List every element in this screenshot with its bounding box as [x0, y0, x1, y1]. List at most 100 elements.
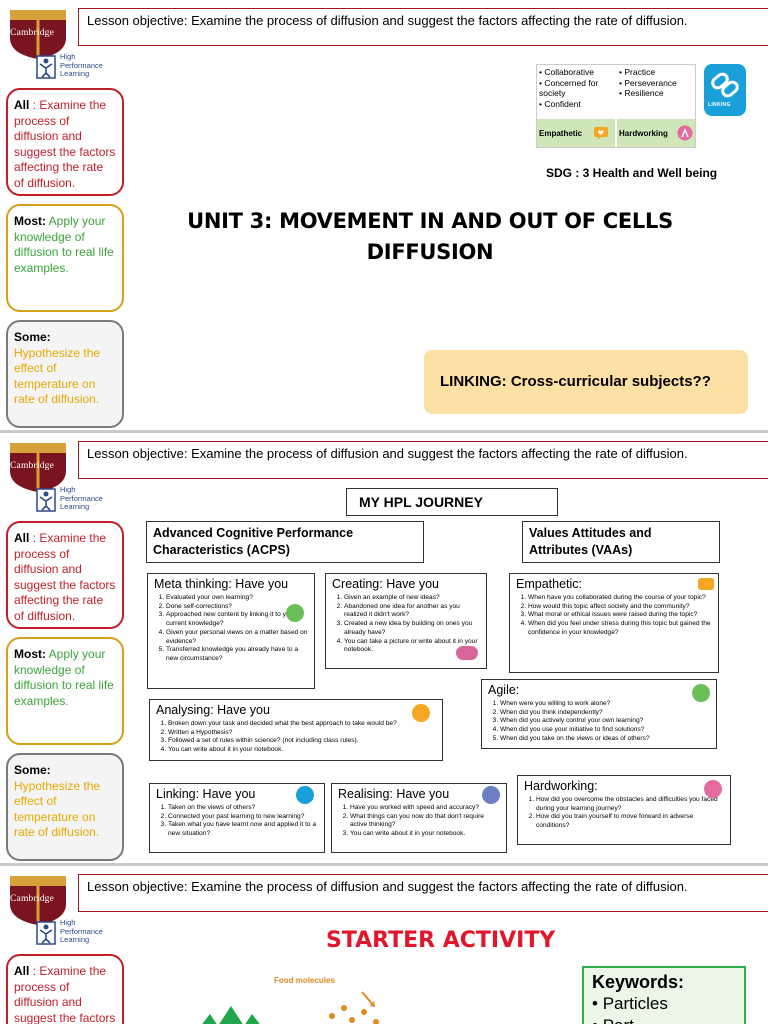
vaa-column: • Practice • Perseverance • Resilience — [619, 67, 697, 99]
card-item: Abandoned one idea for another as you re… — [344, 603, 480, 620]
card-item: You can write about it in your notebook. — [350, 830, 500, 839]
card-item: What things can you now do that don't re… — [350, 813, 500, 830]
hpl-logo: High Performance Learning — [36, 485, 116, 520]
outcome-some-text: Hypothesize the effect of temperature on… — [14, 345, 101, 407]
outcome-most-label: Most: — [14, 214, 46, 228]
card-item: Taken on the views of others? — [168, 804, 318, 813]
hpl-text: High Performance Learning — [60, 485, 103, 512]
outcome-most-label: Most: — [14, 647, 46, 661]
vaas-heading: Values Attitudes and Attributes (VAAs) — [522, 521, 720, 563]
sdg-label: SDG : 3 Health and Well being — [546, 166, 718, 180]
card-item: When did you take on the views or ideas … — [500, 735, 710, 744]
gear-icon — [482, 786, 500, 804]
acps-heading: Advanced Cognitive Performance Character… — [146, 521, 424, 563]
vaa-item: • Practice — [619, 67, 656, 77]
outcome-all-sep: : — [29, 531, 40, 545]
keywords-box: Keywords: Particles Part... — [582, 966, 746, 1024]
card-item: When did you feel under stress during th… — [528, 620, 712, 637]
empathetic-icon — [594, 127, 608, 140]
outcome-all: All : Examine the process of diffusion a… — [6, 954, 124, 1024]
card-item: When did you actively control your own l… — [500, 717, 710, 726]
hpl-line: Learning — [60, 69, 90, 78]
vaa-item: • Concerned for society — [539, 77, 599, 99]
hpl-logo: High Performance Learning — [36, 52, 116, 87]
hpl-line: High — [60, 52, 76, 61]
card-item: Have you worked with speed and accuracy? — [350, 804, 500, 813]
card-item: What moral or ethical issues were raised… — [528, 611, 712, 620]
card-item: Written a Hypothesis? — [168, 729, 436, 738]
card-linking: Linking: Have you Taken on the views of … — [149, 783, 325, 853]
outcome-all-label: All — [14, 531, 30, 545]
cambridge-label: Cambridge — [10, 461, 55, 471]
card-item: When were you willing to work alone? — [500, 700, 710, 709]
slide-3: Cambridge High Performance Learning Less… — [0, 866, 768, 1024]
hpl-text: High Performance Learning — [60, 918, 103, 945]
card-title: Realising: Have you — [338, 787, 450, 801]
card-title: Linking: Have you — [156, 787, 256, 801]
card-item: You can take a picture or write about it… — [344, 638, 480, 655]
title-line: DIFFUSION — [366, 240, 494, 264]
hpl-line: Performance — [60, 493, 103, 503]
card-item: Approached new content by linking it to … — [166, 611, 308, 628]
card-item: When have you collaborated during the co… — [528, 594, 712, 603]
hpl-text: High Performance Learning — [60, 52, 103, 79]
outcome-some: Some: Hypothesize the effect of temperat… — [6, 753, 124, 861]
title-line: UNIT 3: MOVEMENT IN AND OUT OF CELLS — [187, 209, 673, 233]
vaa-item: • Collaborative — [539, 67, 594, 77]
vaa-hardworking: Hardworking — [617, 119, 695, 147]
cambridge-shield-icon — [10, 10, 66, 59]
card-item: Followed a set of rules within science? … — [168, 737, 436, 746]
outcome-most-text: Apply your knowledge of diffusion to rea… — [14, 647, 114, 708]
card-list: Given an example of new ideas? Abandoned… — [332, 594, 480, 655]
cambridge-label: Cambridge — [10, 894, 55, 904]
card-list: Broken down your task and decided what t… — [156, 720, 436, 755]
card-list: Have you worked with speed and accuracy?… — [338, 804, 500, 839]
vaa-foot-label: Empathetic — [539, 129, 583, 138]
key-icon — [412, 704, 430, 722]
hpl-line: Learning — [60, 935, 90, 944]
card-list: When were you willing to work alone? Whe… — [488, 700, 710, 744]
linking-box: LINKING: Cross-curricular subjects?? — [424, 350, 748, 414]
card-item: Taken what you have learnt now and appli… — [168, 821, 318, 838]
card-creating: Creating: Have you Given an example of n… — [325, 573, 487, 669]
keywords-list: Particles Part... — [592, 993, 736, 1024]
vaa-column: • Collaborative • Concerned for society … — [539, 67, 617, 109]
puzzle-icon — [286, 604, 304, 622]
hpl-person-icon — [36, 55, 56, 79]
card-item: When did you use your initiative to find… — [500, 726, 710, 735]
card-item: Created a new idea by building on ones y… — [344, 620, 480, 637]
outcome-all: All : Examine the process of diffusion a… — [6, 88, 124, 196]
brain-icon — [456, 646, 478, 660]
card-item: How would this topic affect society and … — [528, 603, 712, 612]
outcome-all-text: Examine the process of diffusion and sug… — [14, 964, 116, 1024]
card-agile: Agile: When were you willing to work alo… — [481, 679, 717, 749]
hpl-line: Learning — [60, 502, 90, 511]
food-molecules-label: Food molecules — [274, 976, 335, 985]
starter-activity-title: STARTER ACTIVITY — [326, 928, 556, 953]
card-item: Given your personal views on a matter ba… — [166, 629, 308, 646]
card-item: Broken down your task and decided what t… — [168, 720, 436, 729]
empathetic-icon — [698, 578, 714, 590]
outcome-all-sep: : — [29, 964, 40, 978]
cambridge-logo: Cambridge — [8, 8, 68, 83]
card-item: Given an example of new ideas? — [344, 594, 480, 603]
card-item: Transferred knowledge you already have t… — [166, 646, 308, 663]
slide-separator — [0, 863, 768, 866]
slide-1: Cambridge High Performance Learning Less… — [0, 0, 768, 430]
slide-2: Cambridge High Performance Learning Less… — [0, 433, 768, 863]
outcome-some-label: Some: — [14, 330, 51, 344]
card-hardworking: Hardworking: How did you overcome the ob… — [517, 775, 731, 845]
card-item: Done self-corrections? — [166, 603, 308, 612]
starburst-icon — [202, 1006, 260, 1024]
card-item: You can write about it in your notebook. — [168, 746, 436, 755]
keywords-title: Keywords: — [592, 972, 685, 992]
outcome-all-label: All — [14, 964, 30, 978]
cambridge-label: Cambridge — [10, 28, 55, 38]
card-item: Connected your past learning to new lear… — [168, 813, 318, 822]
hpl-line: Performance — [60, 926, 103, 936]
card-title: Agile: — [488, 683, 520, 697]
hpl-person-icon — [36, 921, 56, 945]
vaa-item: • Resilience — [619, 88, 664, 98]
card-list: When have you collaborated during the co… — [516, 594, 712, 638]
hpl-line: Performance — [60, 60, 103, 70]
